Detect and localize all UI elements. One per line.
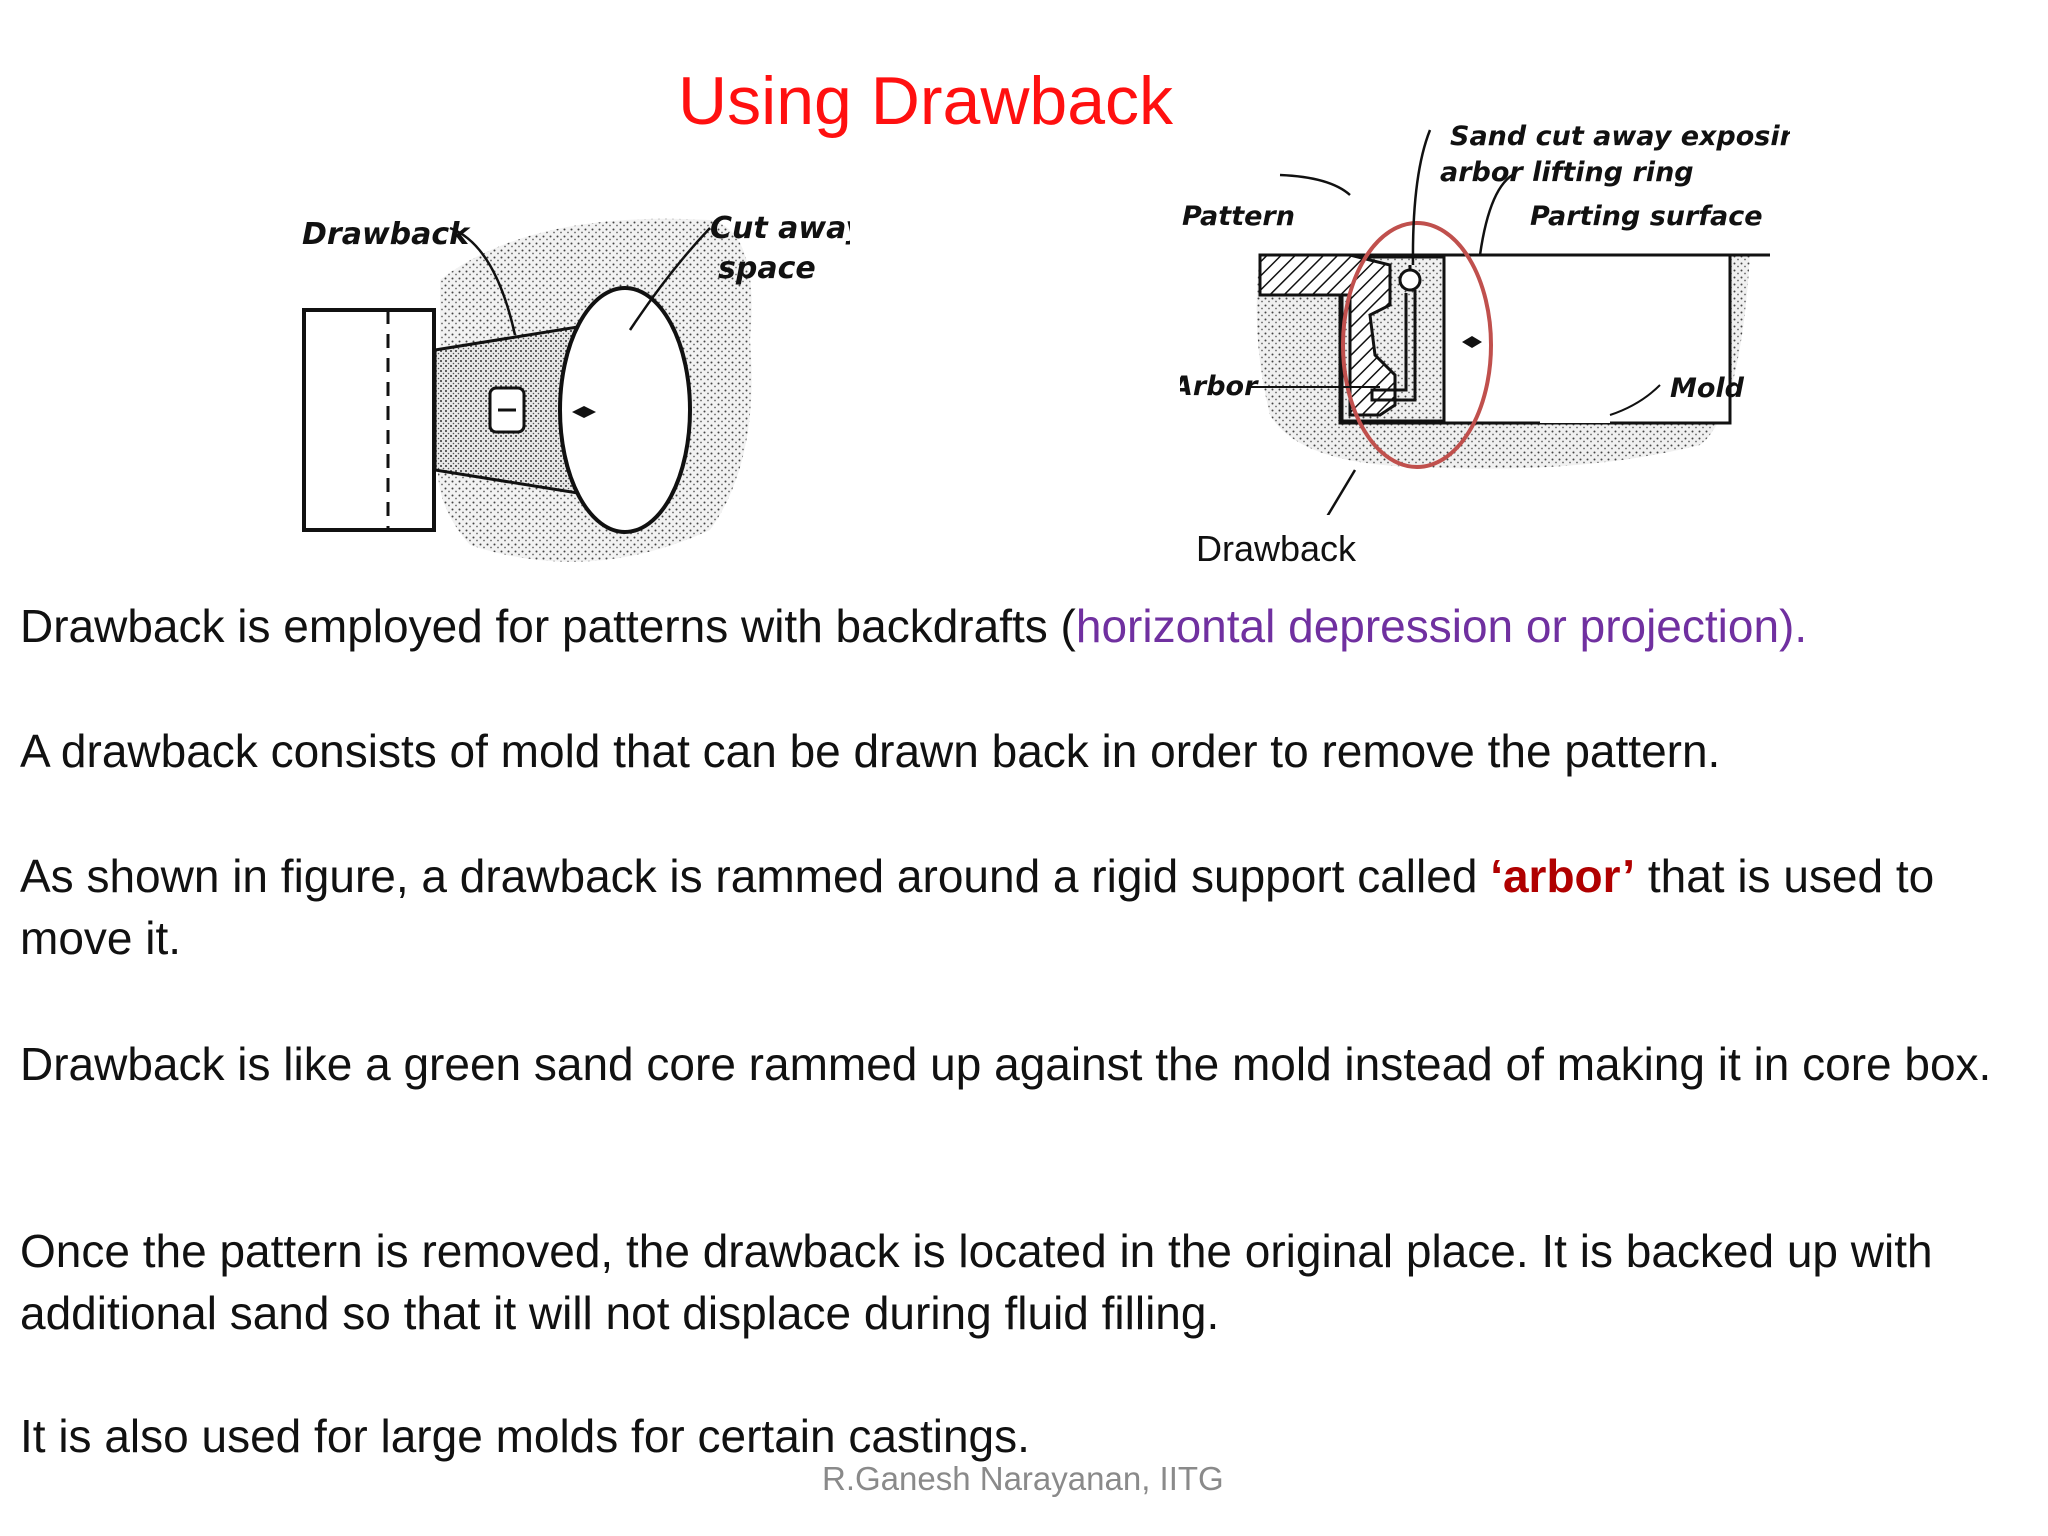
label-sandcut-line2: arbor lifting ring [1440,157,1694,188]
label-sandcut-line1: Sand cut away exposing [1450,121,1790,152]
label-arbor: Arbor [1180,371,1259,402]
paragraph-3-text-a: As shown in figure, a drawback is rammed… [20,850,1491,902]
paragraph-1: Drawback is employed for patterns with b… [20,595,2030,657]
paragraph-1-text: Drawback is employed for patterns with b… [20,600,1076,652]
label-drawback-right: Drawback [1196,528,1357,569]
label-cutaway-line1: Cut away [710,211,850,246]
drawback-diagram-left: Drawback Cut away space [302,211,850,562]
paragraph-3: As shown in figure, a drawback is rammed… [20,845,2030,969]
slide-title: Using Drawback [678,63,1174,139]
paragraph-4: Drawback is like a green sand core ramme… [20,1038,1992,1090]
paragraph-5: Once the pattern is removed, the drawbac… [20,1225,1933,1339]
label-parting-surface: Parting surface [1530,201,1763,232]
drawback-diagram-right: Sand cut away exposing arbor lifting rin… [1180,121,1790,515]
label-mold: Mold [1670,373,1745,404]
paragraph-1-highlight: horizontal depression or projection). [1075,600,1808,652]
arbor-term: ‘arbor’ [1490,850,1636,902]
figure-left: Drawback Cut away space [290,200,850,590]
footer-credit: R.Ganesh Narayanan, IITG [822,1460,1224,1497]
label-pattern: Pattern [1182,201,1295,232]
paragraph-2: A drawback consists of mold that can be … [20,725,1721,777]
figure-right: Sand cut away exposing arbor lifting rin… [1180,115,1790,515]
paragraph-3-text-c: that is used to move it. [20,850,1935,964]
label-cutaway-line2: space [718,251,816,286]
label-drawback-left: Drawback [302,217,471,252]
paragraph-6: It is also used for large molds for cert… [20,1410,1030,1462]
